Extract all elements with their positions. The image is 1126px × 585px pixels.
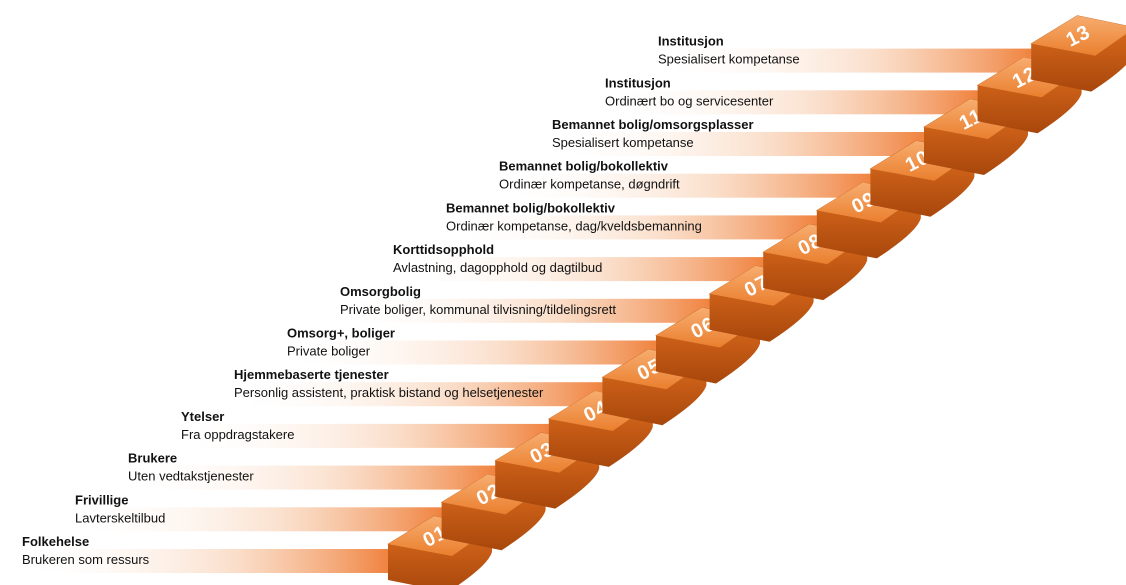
step-band	[442, 215, 829, 240]
step-band	[389, 257, 776, 282]
step-band	[18, 549, 400, 573]
step-subtitle: Ordinært bo og servicesenter	[605, 93, 774, 108]
step-title: Institusjon	[605, 75, 671, 90]
step-band	[124, 465, 508, 490]
step-band	[71, 507, 454, 532]
step-title: Folkehelse	[22, 534, 89, 549]
step-title: Bemannet bolig/omsorgsplasser	[552, 117, 754, 132]
step-subtitle: Lavterskeltilbud	[75, 510, 165, 525]
step-subtitle: Avlastning, dagopphold og dagtilbud	[393, 260, 602, 275]
step-riser	[602, 361, 707, 426]
step-title: Institusjon	[658, 34, 724, 49]
step-riser	[924, 111, 1028, 175]
step-riser	[816, 194, 921, 259]
step-riser	[548, 402, 653, 467]
step-title: Hjemmebaserte tjenester	[234, 367, 389, 382]
step-riser	[977, 69, 1082, 134]
step-subtitle: Spesialisert kompetanse	[552, 135, 694, 150]
step-subtitle: Private boliger	[287, 344, 371, 359]
step-tread-top	[1031, 15, 1126, 56]
step-band	[336, 298, 722, 323]
step-title: Ytelser	[181, 409, 224, 424]
step-band	[601, 90, 990, 115]
step-band	[230, 382, 615, 407]
step-band	[283, 340, 668, 365]
step-riser	[495, 444, 600, 509]
step-subtitle: Uten vedtakstjenester	[128, 469, 254, 484]
step-title: Omsorg+, boliger	[287, 326, 395, 341]
step-riser	[441, 486, 546, 551]
step-riser	[656, 319, 760, 384]
step-riser	[709, 277, 814, 342]
step-riser	[870, 152, 975, 217]
step-riser	[388, 528, 492, 585]
step-subtitle: Fra oppdragstakere	[181, 427, 294, 442]
step-riser	[1031, 34, 1126, 92]
step-subtitle: Ordinær kompetanse, dag/kveldsbemanning	[446, 218, 702, 233]
step-subtitle: Spesialisert kompetanse	[658, 52, 800, 67]
step-title: Omsorgbolig	[340, 284, 421, 299]
step-riser	[763, 236, 868, 301]
step-04: 04	[547, 390, 654, 467]
step-band	[654, 48, 1044, 73]
step-title: Bemannet bolig/bokollektiv	[499, 159, 669, 174]
step-title: Korttidsopphold	[393, 242, 494, 257]
step-subtitle: Personlig assistent, praktisk bistand og…	[234, 385, 544, 400]
step-band	[548, 132, 936, 156]
step-band	[495, 173, 883, 198]
step-title: Frivillige	[75, 492, 128, 507]
step-band	[177, 423, 561, 448]
step-title: Bemannet bolig/bokollektiv	[446, 200, 616, 215]
step-subtitle: Brukeren som ressurs	[22, 552, 150, 567]
step-13: 13	[1030, 15, 1126, 92]
step-subtitle: Private boliger, kommunal tilvisning/til…	[340, 302, 616, 317]
step-subtitle: Ordinær kompetanse, døgndrift	[499, 177, 680, 192]
step-title: Brukere	[128, 451, 177, 466]
